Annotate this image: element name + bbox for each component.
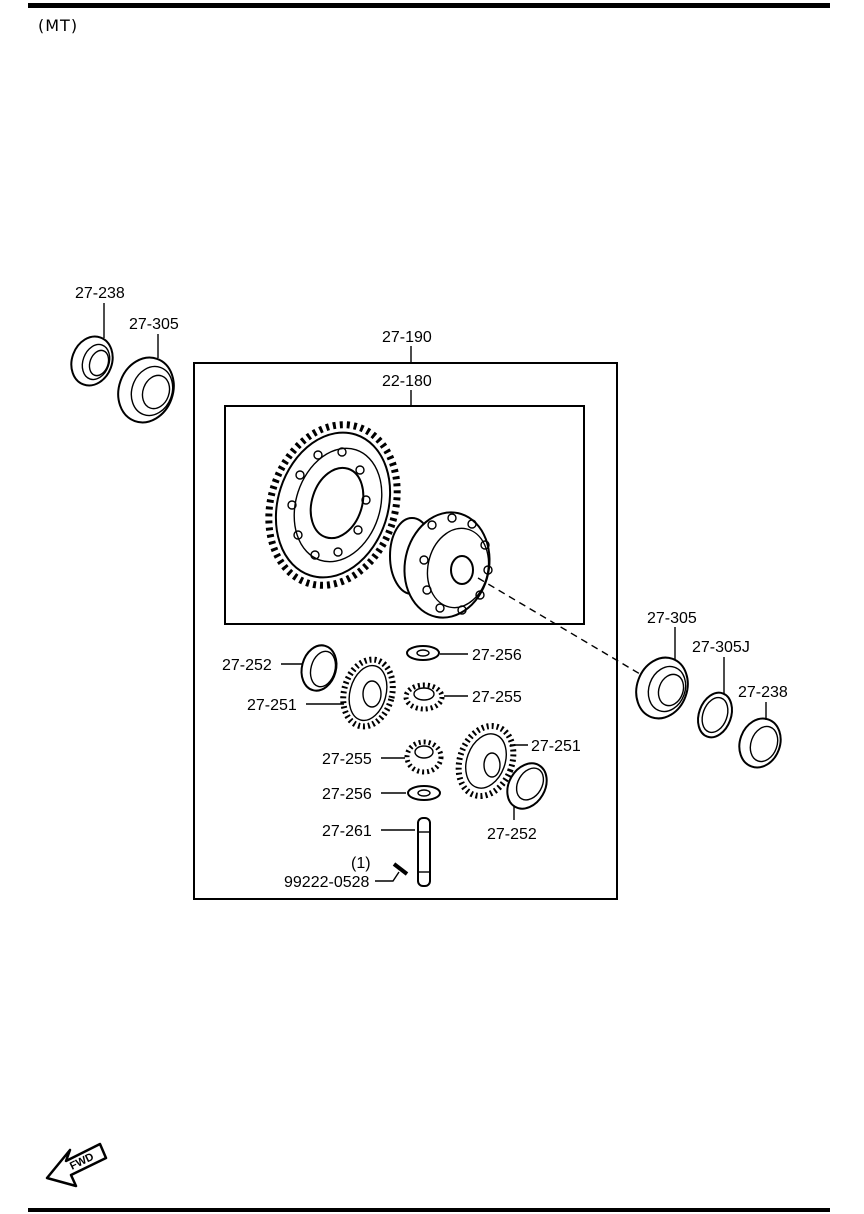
label-bearing-right: 27-238 — [738, 684, 788, 701]
label-pin-part: 99222-0528 — [284, 874, 370, 891]
label-pinion-shaft: 27-261 — [322, 823, 372, 840]
bearing-left-icon — [70, 335, 114, 387]
label-pinion-lower: 27-255 — [322, 751, 372, 768]
fwd-arrow-icon: FWD — [45, 1142, 108, 1188]
shim-icon — [697, 691, 733, 739]
label-race-left: 27-305 — [129, 316, 179, 333]
pinion-lower-icon — [404, 739, 444, 775]
variant-label: (MT) — [38, 16, 79, 35]
label-thrust-washer-lower: 27-256 — [322, 786, 372, 803]
label-side-gear-lower: 27-251 — [531, 738, 581, 755]
label-washer-upper: 27-252 — [222, 657, 272, 674]
ring-gear-case-box — [224, 405, 585, 625]
differential-case-icon — [389, 511, 493, 619]
race-left-icon — [117, 356, 175, 424]
roll-pin-icon — [392, 862, 409, 876]
label-race-right: 27-305 — [647, 610, 697, 627]
label-bearing-left: 27-238 — [75, 285, 125, 302]
race-right-icon — [635, 656, 689, 720]
thrust-washer-lower-icon — [407, 785, 441, 801]
washer-upper-icon — [300, 644, 338, 692]
pinion-upper-icon — [403, 682, 445, 712]
label-shim: 27-305J — [692, 639, 750, 656]
label-thrust-washer-upper: 27-256 — [472, 647, 522, 664]
label-side-gear-upper: 27-251 — [247, 697, 297, 714]
top-rule — [28, 3, 830, 8]
bottom-rule — [28, 1208, 830, 1212]
label-pin-qty: (1) — [351, 855, 371, 872]
ring-gear-icon — [265, 421, 401, 589]
label-pinion-upper: 27-255 — [472, 689, 522, 706]
thrust-washer-upper-icon — [406, 645, 440, 661]
label-diff-assy: 27-190 — [382, 329, 432, 346]
side-gear-upper-icon — [340, 656, 396, 730]
bearing-right-icon — [738, 717, 782, 769]
label-washer-lower: 27-252 — [487, 826, 537, 843]
side-gear-lower-icon — [455, 723, 517, 799]
pinion-shaft-icon — [417, 817, 431, 887]
label-ring-gear-case: 22-180 — [382, 373, 432, 390]
washer-lower-icon — [506, 762, 548, 810]
assembly-box — [193, 362, 618, 900]
